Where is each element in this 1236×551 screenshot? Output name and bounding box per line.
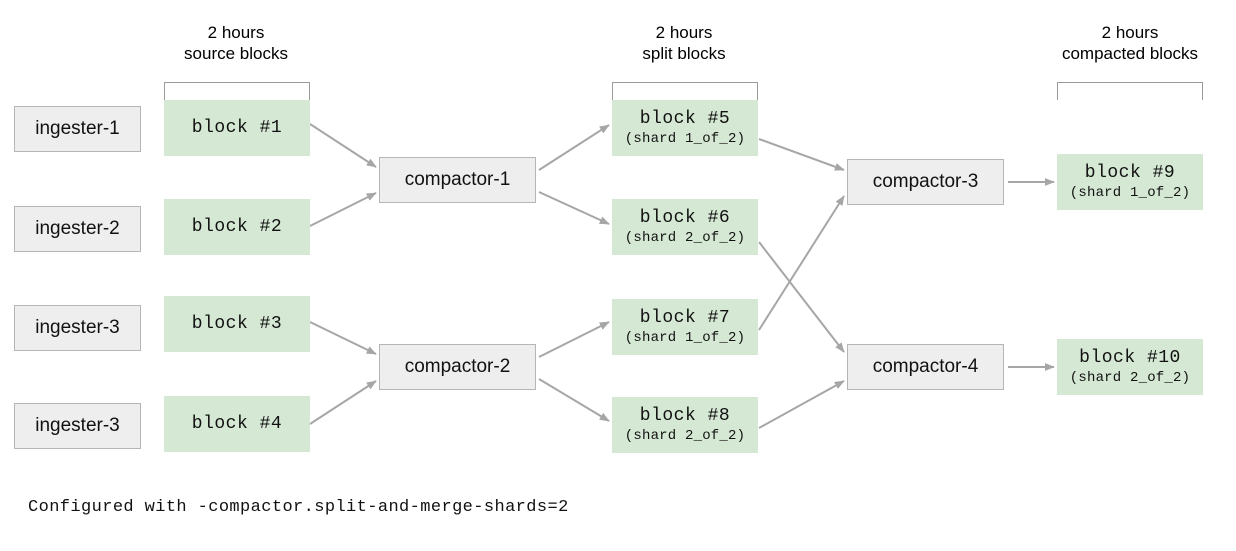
ingester-2-label: ingester-2: [35, 218, 120, 239]
compactor-3-box[interactable]: compactor-3: [847, 159, 1004, 205]
edge-block1-compactor1: [309, 123, 377, 168]
split-block-5-label: block #5: [639, 109, 731, 129]
edge-block3-compactor2: [309, 321, 377, 355]
edge-compactor2-block8: [538, 378, 610, 422]
ingester-1-label: ingester-1: [35, 118, 120, 139]
compactor-2-box[interactable]: compactor-2: [379, 344, 536, 390]
compacted-block-9-label: block #9: [1084, 163, 1176, 183]
compactor-4-label: compactor-4: [872, 356, 979, 377]
edge-block7-compactor3: [758, 195, 845, 331]
compactor-1-label: compactor-1: [404, 169, 511, 190]
split-block-5-shard: (shard 1_of_2): [624, 131, 746, 147]
bracket-split-blocks: [612, 82, 758, 100]
compacted-block-10-label: block #10: [1079, 348, 1181, 368]
split-block-6-shard: (shard 2_of_2): [624, 230, 746, 246]
compactor-1-box[interactable]: compactor-1: [379, 157, 536, 203]
source-block-4[interactable]: block #4: [164, 396, 310, 452]
edge-block5-compactor3: [758, 138, 845, 171]
ingester-3b-label: ingester-3: [35, 415, 120, 436]
split-block-8-label: block #8: [639, 406, 731, 426]
configuration-note: Configured with -compactor.split-and-mer…: [28, 498, 569, 517]
group-label-compacted-blocks: 2 hours compacted blocks: [1038, 22, 1222, 64]
source-block-2[interactable]: block #2: [164, 199, 310, 255]
split-block-7-label: block #7: [639, 308, 731, 328]
source-block-3[interactable]: block #3: [164, 296, 310, 352]
compacted-block-10-shard: (shard 2_of_2): [1069, 370, 1191, 386]
ingester-3a-label: ingester-3: [35, 317, 120, 338]
split-block-7[interactable]: block #7 (shard 1_of_2): [612, 299, 758, 355]
compacted-block-10[interactable]: block #10 (shard 2_of_2): [1057, 339, 1203, 395]
edge-block2-compactor1: [309, 192, 377, 227]
bracket-compacted-blocks: [1057, 82, 1203, 100]
ingester-2-box[interactable]: ingester-2: [14, 206, 141, 252]
split-block-6-label: block #6: [639, 208, 731, 228]
source-block-3-label: block #3: [191, 314, 283, 334]
compacted-block-9[interactable]: block #9 (shard 1_of_2): [1057, 154, 1203, 210]
split-block-7-shard: (shard 1_of_2): [624, 330, 746, 346]
edge-block6-compactor4: [758, 241, 845, 353]
split-block-8[interactable]: block #8 (shard 2_of_2): [612, 397, 758, 453]
split-block-5[interactable]: block #5 (shard 1_of_2): [612, 100, 758, 156]
ingester-1-box[interactable]: ingester-1: [14, 106, 141, 152]
source-block-4-label: block #4: [191, 414, 283, 434]
edge-block8-compactor4: [758, 380, 845, 429]
group-label-source-line1: 2 hours: [207, 23, 265, 42]
group-label-source-blocks: 2 hours source blocks: [146, 22, 326, 64]
source-block-2-label: block #2: [191, 217, 283, 237]
edge-compactor1-block5: [538, 124, 610, 171]
edge-block4-compactor2: [309, 380, 377, 425]
compactor-2-label: compactor-2: [404, 356, 511, 377]
edge-compactor1-block6: [538, 191, 610, 225]
group-label-split-blocks: 2 hours split blocks: [594, 22, 774, 64]
compacted-block-9-shard: (shard 1_of_2): [1069, 185, 1191, 201]
ingester-3a-box[interactable]: ingester-3: [14, 305, 141, 351]
split-block-6[interactable]: block #6 (shard 2_of_2): [612, 199, 758, 255]
compactor-3-label: compactor-3: [872, 171, 979, 192]
group-label-split-line2: split blocks: [642, 44, 726, 63]
source-block-1[interactable]: block #1: [164, 100, 310, 156]
bracket-source-blocks: [164, 82, 310, 100]
group-label-split-line1: 2 hours: [655, 23, 713, 42]
ingester-3b-box[interactable]: ingester-3: [14, 403, 141, 449]
split-block-8-shard: (shard 2_of_2): [624, 428, 746, 444]
compactor-4-box[interactable]: compactor-4: [847, 344, 1004, 390]
group-label-compacted-line1: 2 hours: [1101, 23, 1159, 42]
source-block-1-label: block #1: [191, 118, 283, 138]
edge-compactor2-block7: [538, 321, 610, 358]
group-label-compacted-line2: compacted blocks: [1061, 44, 1199, 63]
group-label-source-line2: source blocks: [184, 44, 288, 63]
